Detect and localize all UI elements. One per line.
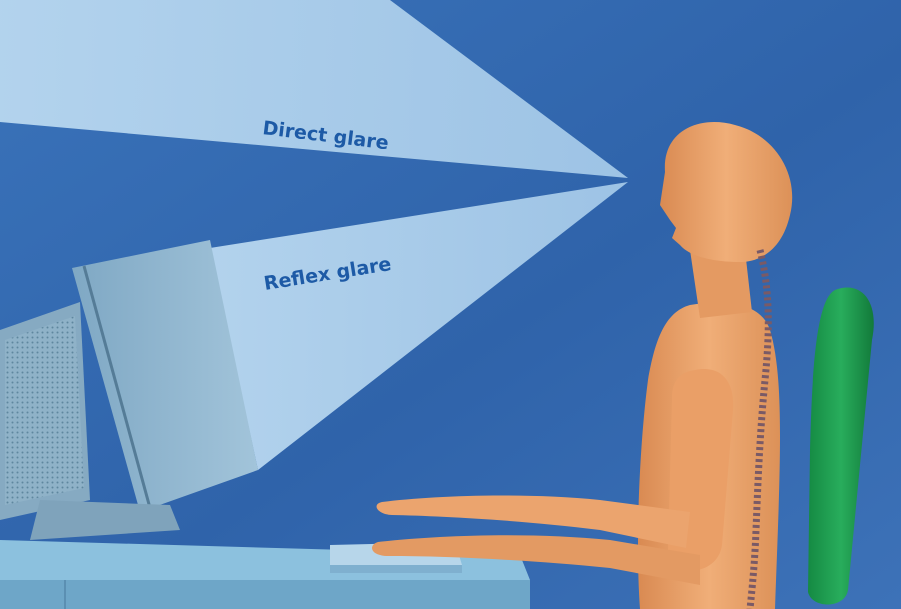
monitor-vent-grille [5, 316, 84, 505]
